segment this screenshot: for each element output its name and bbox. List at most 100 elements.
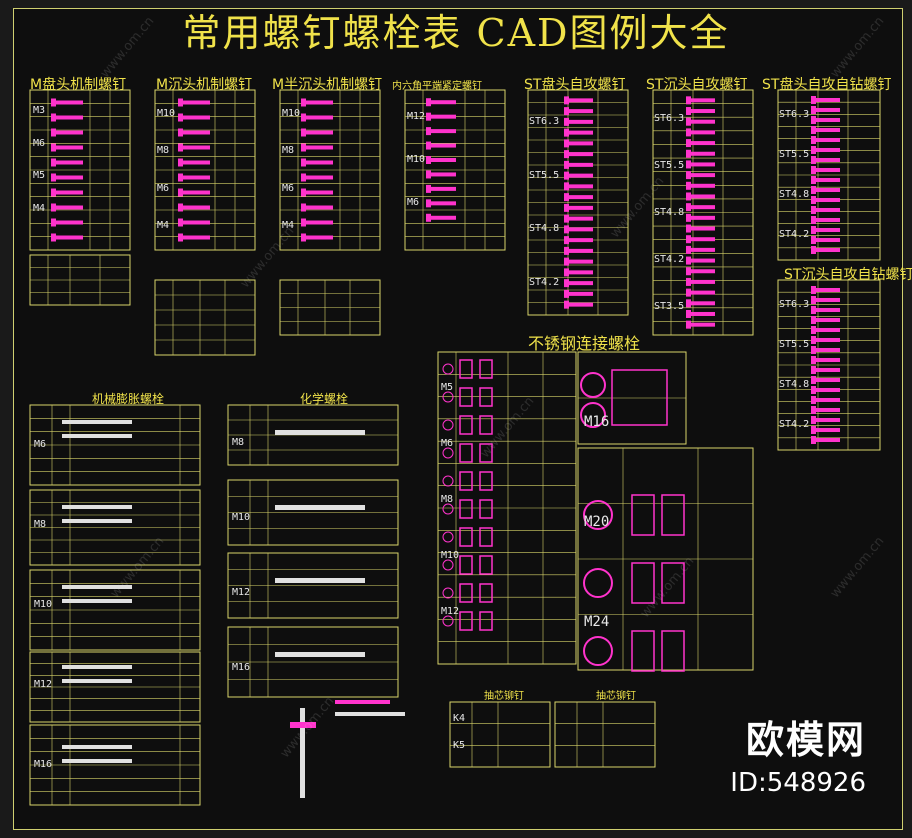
section-m-semi-countersunk: M半沉头机制螺钉 — [272, 77, 383, 93]
pan-head-screw — [55, 115, 83, 120]
size-label: M16 — [34, 759, 53, 770]
tapping-screw — [690, 322, 715, 327]
pan-head-screw — [55, 145, 83, 150]
tapping-screw-head — [564, 289, 569, 298]
tapping-screw-head — [686, 117, 691, 126]
drilling-screw — [815, 338, 840, 342]
tapping-screw-head — [686, 309, 691, 318]
tapping-screw-head — [564, 107, 569, 116]
bolt-symbol — [479, 443, 493, 463]
semi-countersunk-screw-head — [301, 233, 306, 242]
tapping-screw-head — [686, 213, 691, 222]
pan-head-screw — [55, 130, 83, 135]
bolt-symbol — [479, 387, 493, 407]
set-screw-head — [426, 98, 431, 107]
drilling-screw — [815, 348, 840, 352]
size-label: M6 — [441, 438, 454, 449]
bolt-symbol — [479, 359, 493, 379]
bolt-symbol — [459, 527, 473, 547]
tapping-screw-head — [564, 193, 569, 202]
tapping-screw — [568, 216, 593, 221]
size-label: ST4.8 — [654, 206, 685, 218]
bolt-symbol — [459, 415, 473, 435]
size-label: M5 — [441, 382, 454, 393]
size-label: M6 — [34, 439, 47, 450]
tapping-screw-head — [564, 160, 569, 169]
tapping-screw — [568, 302, 593, 307]
bolt-symbol — [611, 369, 668, 426]
drilling-screw — [815, 198, 840, 202]
tapping-screw-head — [686, 192, 691, 201]
set-screw — [430, 172, 456, 177]
semi-countersunk-screw — [305, 190, 333, 195]
set-screw-head — [426, 141, 431, 150]
pan-head-screw — [55, 190, 83, 195]
tapping-screw-head — [564, 117, 569, 126]
set-screw — [430, 114, 456, 119]
pan-head-screw-head — [51, 158, 56, 167]
size-label: M4 — [282, 220, 295, 232]
anchor-bolt — [62, 679, 132, 683]
bolt-symbol — [479, 415, 493, 435]
tapping-screw — [568, 119, 593, 124]
table-rivet-k4 — [449, 701, 551, 768]
tapping-screw — [568, 227, 593, 232]
countersunk-screw — [182, 205, 210, 210]
drilling-screw-head — [811, 226, 816, 234]
bolt-symbol — [459, 471, 473, 491]
section-rivet-a: 抽芯铆钉 — [484, 691, 524, 702]
size-label: M12 — [441, 606, 460, 617]
bolt-symbol — [631, 630, 655, 672]
tapping-screw — [690, 290, 715, 295]
bolt-symbol — [459, 359, 473, 379]
set-screw-head — [426, 170, 431, 179]
semi-countersunk-screw-head — [301, 113, 306, 122]
pan-head-screw-head — [51, 128, 56, 137]
tapping-screw-head — [686, 299, 691, 308]
section-m-pan-head: M盘头机制螺钉 — [30, 77, 127, 93]
size-label: ST4.2 — [654, 253, 685, 265]
size-label: M24 — [584, 614, 610, 630]
tapping-screw-head — [564, 171, 569, 180]
size-label: M10 — [407, 154, 426, 165]
drilling-screw-head — [811, 196, 816, 204]
tapping-screw-head — [686, 149, 691, 158]
countersunk-screw-head — [178, 203, 183, 212]
tapping-screw-head — [686, 320, 691, 329]
section-rivet-b: 抽芯铆钉 — [596, 691, 636, 702]
size-label: ST6.3 — [529, 115, 560, 127]
countersunk-screw-head — [178, 158, 183, 167]
tapping-screw — [568, 109, 593, 114]
drilling-screw-head — [811, 416, 816, 424]
tapping-screw-head — [686, 267, 691, 276]
size-label: ST4.2 — [779, 229, 810, 240]
drilling-screw — [815, 218, 840, 222]
tapping-screw-head — [686, 288, 691, 297]
drilling-screw — [815, 98, 840, 102]
bolt-symbol — [479, 499, 493, 519]
size-label: ST4.8 — [779, 189, 810, 200]
drilling-screw-head — [811, 306, 816, 314]
tapping-screw — [568, 238, 593, 243]
pan-head-screw-head — [51, 113, 56, 122]
tapping-screw — [690, 130, 715, 135]
drilling-screw — [815, 428, 840, 432]
pan-head-screw — [55, 175, 83, 180]
set-screw — [430, 215, 456, 220]
semi-countersunk-screw — [305, 115, 333, 120]
semi-countersunk-screw-head — [301, 173, 306, 182]
size-label: M6 — [33, 137, 46, 149]
drilling-screw — [815, 158, 840, 162]
set-screw — [430, 186, 456, 191]
brand-logo: 欧模网 — [745, 718, 866, 762]
size-label: ST5.5 — [529, 169, 560, 181]
section-st-pan-drilling: ST盘头自攻自钻螺钉 — [762, 77, 892, 93]
bolt-symbol — [459, 611, 473, 631]
bolt-symbol — [479, 583, 493, 603]
tapping-screw — [568, 173, 593, 178]
tapping-screw-head — [686, 107, 691, 116]
tapping-screw-head — [564, 225, 569, 234]
pan-head-screw-head — [51, 98, 56, 107]
bolt-end-view — [442, 391, 454, 403]
drilling-screw-head — [811, 336, 816, 344]
